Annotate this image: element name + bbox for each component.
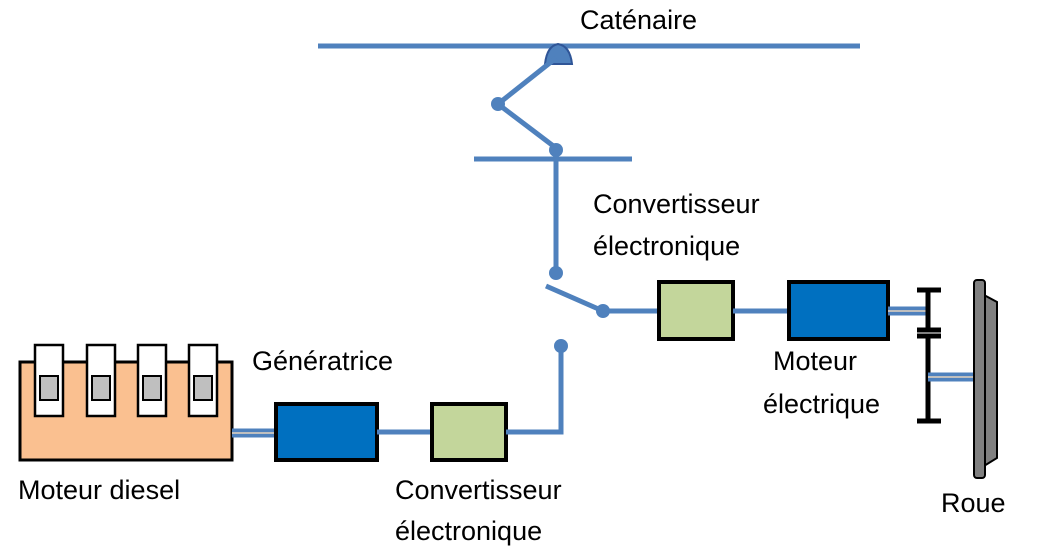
label-roue: Roue (941, 488, 1006, 518)
diesel-engine-icon (18, 343, 234, 462)
generator-box (274, 402, 379, 462)
label-convertisseur-haut-1: Convertisseur (593, 189, 760, 219)
switch-icon (544, 283, 610, 353)
engine-cylinder (33, 343, 65, 418)
right-converter-box (657, 280, 735, 341)
label-moteur-diesel: Moteur diesel (18, 475, 181, 505)
switch-contact-top (549, 266, 563, 280)
engine-cylinder (136, 343, 168, 418)
label-convertisseur-haut-2: électronique (593, 231, 741, 261)
label-generatrice: Génératrice (252, 346, 394, 376)
label-convertisseur-bas-1: Convertisseur (395, 475, 562, 505)
wheel-icon (973, 279, 998, 479)
electric-motor-box (787, 280, 890, 341)
label-moteur-electrique-2: électrique (763, 389, 881, 419)
label-catenaire: Caténaire (580, 5, 698, 35)
engine-cylinder (187, 343, 219, 418)
engine-cylinder (85, 343, 117, 418)
lower-link-line (506, 346, 564, 435)
label-moteur-electrique-1: Moteur (773, 346, 858, 376)
lower-converter-box (430, 402, 508, 462)
pantograph-icon (491, 42, 574, 150)
label-convertisseur-bas-2: électronique (395, 516, 543, 546)
